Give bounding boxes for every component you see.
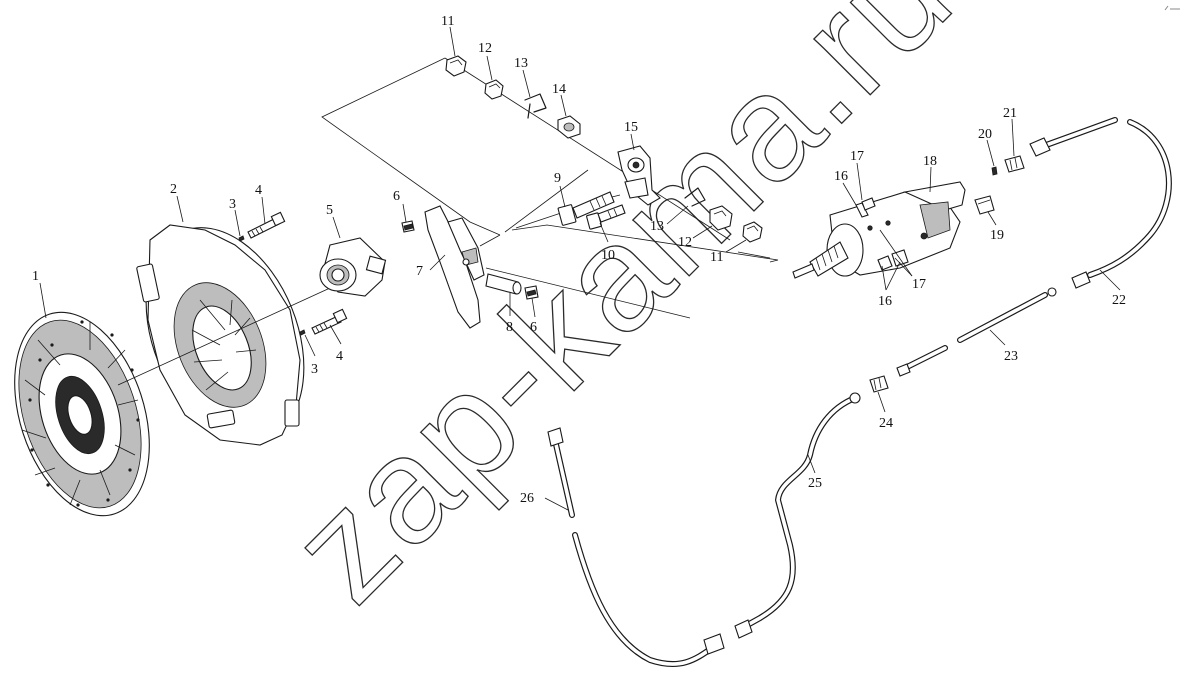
part-4-bolt-upper	[247, 211, 286, 239]
part-26-hose	[547, 427, 725, 667]
part-21-fitting	[1004, 155, 1025, 173]
part-14-nut	[557, 115, 581, 139]
part-1-clutch-disc	[14, 311, 150, 517]
callout-16-upper: 16	[834, 169, 848, 184]
part-16-bolt-upper	[855, 202, 869, 218]
callout-7: 7	[416, 264, 423, 279]
callout-25: 25	[808, 476, 822, 491]
part-15-bracket	[617, 145, 661, 206]
callout-17-upper: 17	[850, 149, 864, 164]
callout-9: 9	[554, 171, 561, 186]
part-23-tube	[896, 287, 1057, 377]
callout-6-upper: 6	[393, 189, 400, 204]
callout-8: 8	[506, 320, 513, 335]
part-13-cotter-upper	[524, 93, 547, 119]
callout-11-lower: 11	[710, 250, 723, 265]
callout-23: 23	[1004, 349, 1018, 364]
callout-26: 26	[520, 491, 534, 506]
part-10-bolt	[586, 204, 626, 230]
part-16-bolt-lower	[877, 255, 893, 271]
part-11-nut-upper	[445, 55, 467, 77]
callout-4-upper: 4	[255, 183, 262, 198]
part-9-bolt	[557, 191, 615, 226]
part-17-bolt-upper	[861, 197, 876, 211]
corner-mark	[1164, 5, 1180, 11]
centerline	[117, 287, 331, 386]
callout-11-upper: 11	[441, 14, 454, 29]
part-6-clip-lower	[524, 285, 539, 300]
callout-14: 14	[552, 82, 566, 97]
part-13-cotter-lower	[684, 187, 706, 207]
callout-10: 10	[601, 248, 615, 263]
callout-3-upper: 3	[229, 197, 236, 212]
callout-24: 24	[879, 416, 893, 431]
callout-6-lower: 6	[530, 320, 537, 335]
part-19-cap	[974, 195, 995, 215]
part-6-clip-upper	[401, 220, 415, 233]
part-18-clutch-booster	[792, 181, 966, 279]
part-22-hose	[1029, 117, 1172, 289]
part-12-nut-lower	[709, 205, 733, 231]
callout-13-upper: 13	[514, 56, 528, 71]
callout-3-lower: 3	[311, 362, 318, 377]
part-3-washer-lower	[299, 329, 306, 336]
callout-18: 18	[923, 154, 937, 169]
callout-1: 1	[32, 269, 39, 284]
part-25-hose	[734, 392, 861, 639]
part-2-pressure-plate	[136, 224, 305, 446]
callout-17-lower: 17	[912, 277, 926, 292]
part-17-bolt-lower	[891, 249, 909, 267]
callout-16-lower: 16	[878, 294, 892, 309]
part-5-release-bearing	[319, 237, 387, 297]
callout-13-lower: 13	[650, 219, 664, 234]
part-3-washer-upper	[238, 235, 245, 242]
part-12-nut-upper	[484, 79, 504, 100]
part-8-pin	[485, 273, 522, 295]
callout-2: 2	[170, 182, 177, 197]
part-11-nut-lower	[742, 221, 763, 243]
callout-labels: 1 2 3 3 4 4 5 6 6 7 8 9 10 11 11 12 12 1…	[32, 14, 1126, 506]
callout-21: 21	[1003, 106, 1017, 121]
callout-20: 20	[978, 127, 992, 142]
part-24-connector	[869, 375, 889, 393]
leader-lines	[39, 26, 1121, 511]
callout-4-lower: 4	[336, 349, 343, 364]
callout-12-lower: 12	[678, 235, 692, 250]
callout-15: 15	[624, 120, 638, 135]
callout-22: 22	[1112, 293, 1126, 308]
part-7-release-fork	[424, 205, 485, 329]
callout-19: 19	[990, 228, 1004, 243]
callout-12-upper: 12	[478, 41, 492, 56]
callout-5: 5	[326, 203, 333, 218]
part-4-bolt-lower	[311, 308, 348, 335]
part-20-washer	[991, 166, 998, 176]
